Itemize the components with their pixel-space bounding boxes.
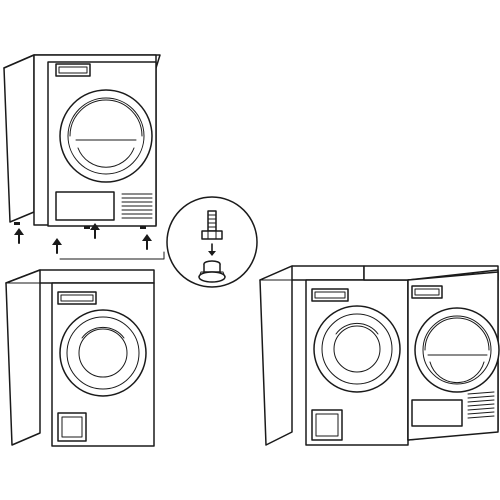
vent-grille bbox=[121, 193, 153, 219]
arrow-up-icon bbox=[52, 238, 62, 254]
arrow-down-icon bbox=[208, 243, 216, 256]
side-by-side-pair bbox=[259, 265, 500, 446]
leader-line bbox=[59, 251, 165, 260]
vent-grille bbox=[467, 391, 495, 419]
washer-icon bbox=[259, 265, 409, 446]
adjustable-foot-icon bbox=[166, 196, 258, 288]
arrow-up-icon bbox=[142, 234, 152, 250]
dryer-icon bbox=[3, 54, 161, 229]
washer-icon bbox=[5, 269, 155, 447]
arrow-up-icon bbox=[90, 223, 100, 239]
lift-arrows bbox=[14, 223, 152, 254]
arrow-up-icon bbox=[14, 228, 24, 244]
dryer-icon bbox=[363, 265, 500, 441]
